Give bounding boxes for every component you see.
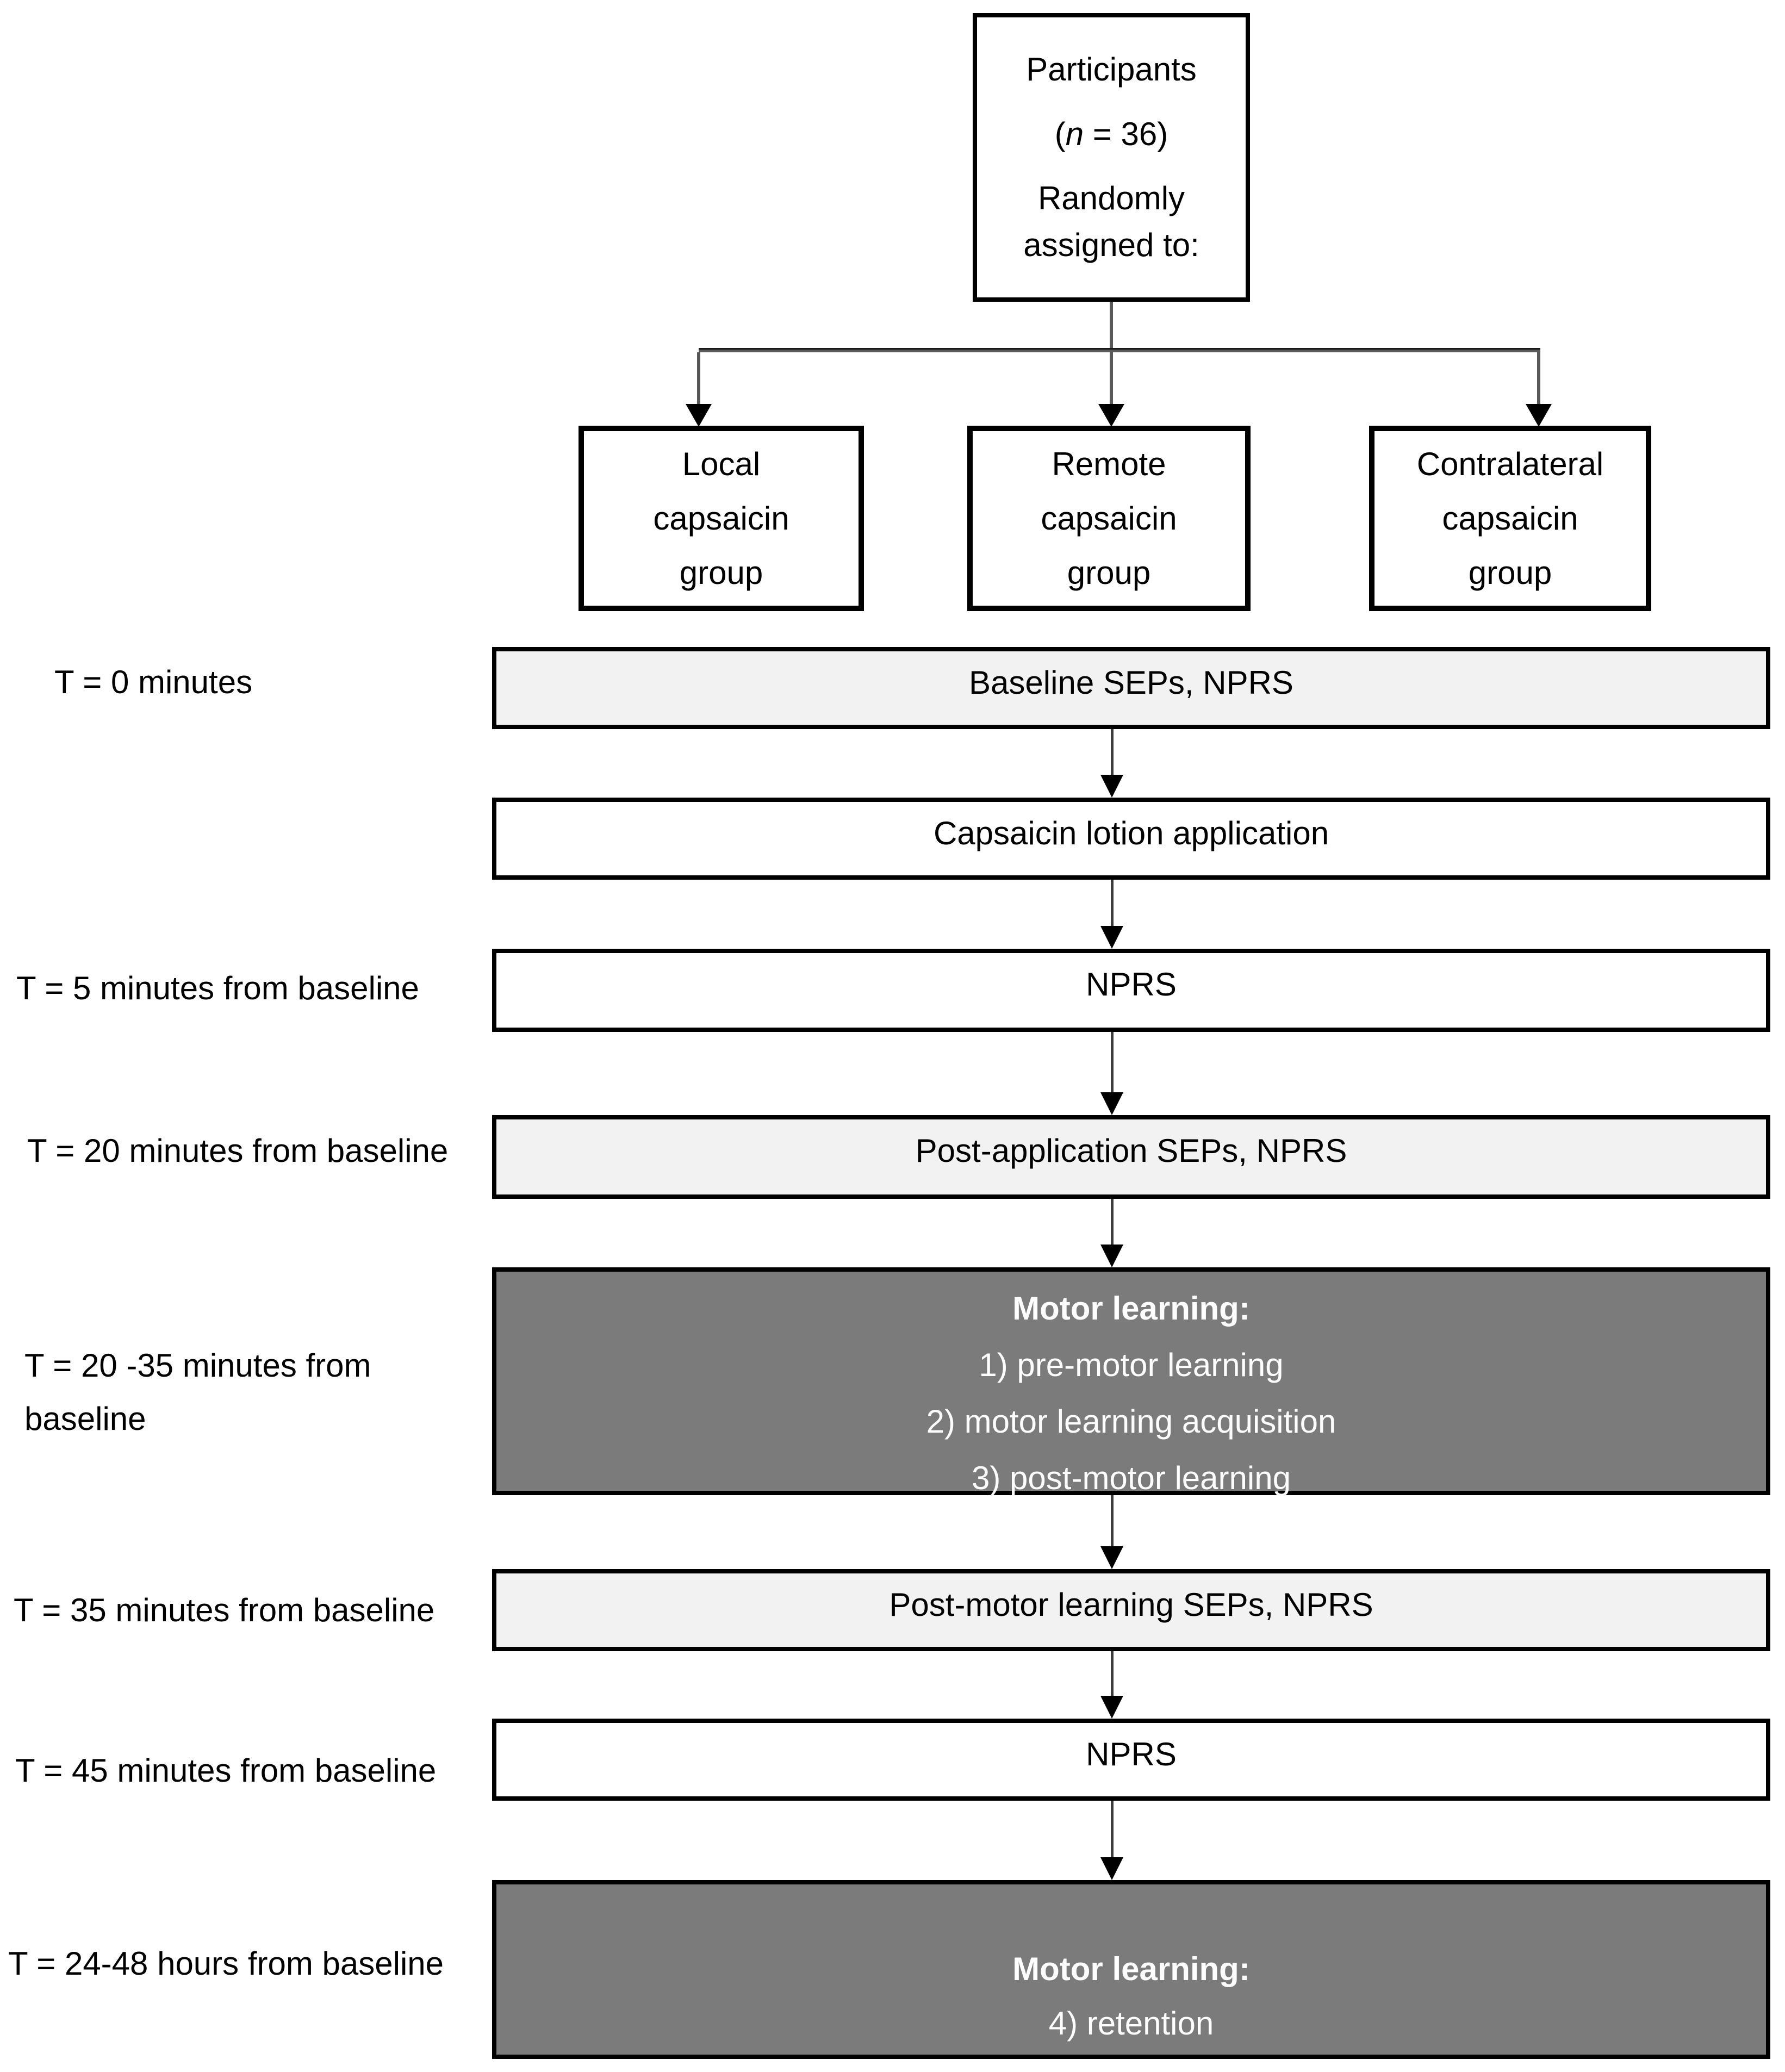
time-label-20min: T = 20 minutes from baseline	[27, 1133, 449, 1169]
motor-learning-item: 1) pre-motor learning	[979, 1347, 1284, 1383]
time-label-20-35min: T = 20 -35 minutes from baseline	[24, 1347, 371, 1437]
step-baseline-seps-nprs: Baseline SEPs, NPRS	[492, 647, 1770, 729]
step-motor-learning-retention: Motor learning: 4) retention	[492, 1880, 1770, 2059]
n-variable: n	[1065, 115, 1084, 152]
group-box-local: Local capsaicin group	[579, 426, 864, 611]
participants-box: Participants (n = 36) Randomly assigned …	[973, 13, 1250, 302]
time-label-45min: T = 45 minutes from baseline	[15, 1752, 437, 1789]
time-label-0min: T = 0 minutes	[54, 664, 253, 700]
step-nprs-5min: NPRS	[492, 949, 1770, 1032]
arrow-down-icon	[1526, 404, 1552, 427]
participants-note: Randomly assigned to:	[1023, 180, 1199, 264]
flow-arrow	[1100, 1651, 1124, 1719]
flow-arrow	[1100, 880, 1124, 949]
arrow-down-icon	[1100, 775, 1123, 798]
step-post-application-seps-nprs: Post-application SEPs, NPRS	[492, 1115, 1770, 1199]
flow-arrow	[1100, 1032, 1124, 1115]
participants-title: Participants	[1026, 51, 1197, 88]
motor-learning-item: 4) retention	[1048, 2005, 1214, 2042]
flow-arrow	[1100, 1801, 1124, 1880]
group-box-contralateral: Contralateral capsaicin group	[1369, 426, 1651, 611]
motor-learning-item: 3) post-motor learning	[972, 1460, 1291, 1496]
participants-count: (n = 36)	[1054, 115, 1168, 152]
time-label-5min: T = 5 minutes from baseline	[16, 970, 419, 1006]
time-label-35min: T = 35 minutes from baseline	[14, 1592, 435, 1628]
step-post-motor-learning-seps-nprs: Post-motor learning SEPs, NPRS	[492, 1569, 1770, 1651]
arrow-down-icon	[1100, 1857, 1123, 1880]
step-nprs-45min: NPRS	[492, 1719, 1770, 1801]
branch-horizontal-line	[699, 348, 1540, 352]
arrow-down-icon	[1098, 404, 1124, 427]
motor-learning-title: Motor learning:	[1012, 1290, 1250, 1327]
flow-arrow	[1100, 1199, 1124, 1267]
step-capsaicin-application: Capsaicin lotion application	[492, 798, 1770, 880]
branch-stem-line	[1110, 302, 1113, 405]
branch-left-line	[697, 352, 700, 405]
arrow-down-icon	[1100, 1092, 1123, 1115]
motor-learning-title: Motor learning:	[1012, 1951, 1250, 1987]
branch-right-line	[1537, 352, 1540, 405]
flow-arrow	[1100, 1495, 1124, 1569]
step-motor-learning: Motor learning: 1) pre-motor learning 2)…	[492, 1267, 1770, 1496]
group-box-remote: Remote capsaicin group	[967, 426, 1251, 611]
arrow-down-icon	[686, 404, 712, 427]
arrow-down-icon	[1100, 926, 1123, 949]
flow-arrow	[1100, 729, 1124, 798]
arrow-down-icon	[1100, 1546, 1123, 1569]
arrow-down-icon	[1100, 1245, 1123, 1267]
time-label-24-48h: T = 24-48 hours from baseline	[8, 1945, 444, 1982]
arrow-down-icon	[1100, 1696, 1123, 1719]
motor-learning-item: 2) motor learning acquisition	[926, 1403, 1336, 1440]
